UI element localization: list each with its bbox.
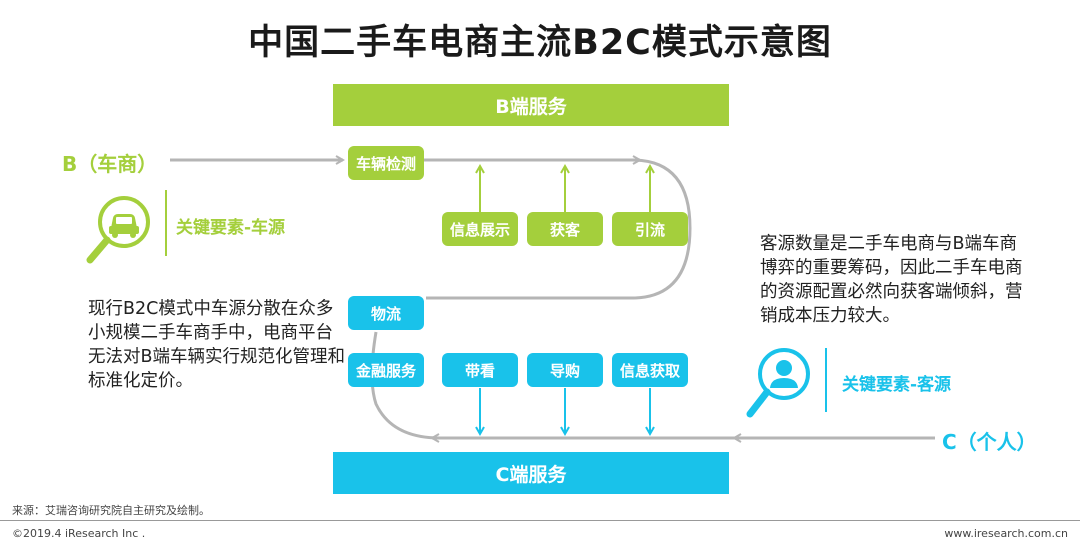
b-side-description: 现行B2C模式中车源分散在众多小规模二手车商手中，电商平台无法对B端车辆实行规范…	[88, 299, 346, 391]
key-factor-customer-source: 关键要素-客源	[842, 375, 952, 395]
copyright: ©2019.4 iResearch Inc .	[12, 527, 146, 540]
viewing-box: 带看	[442, 353, 518, 387]
person-magnifier-icon	[746, 348, 810, 418]
c-individual-label: C（个人）	[942, 430, 1037, 454]
c-side-description: 客源数量是二手车电商与B端车商博弈的重要筹码，因此二手车电商的资源配置必然向获客…	[760, 234, 1023, 326]
info-acquisition-box: 信息获取	[612, 353, 688, 387]
b-service-band: B端服务	[333, 84, 729, 126]
diagram-title: 中国二手车电商主流B2C模式示意图	[248, 23, 832, 63]
c-service-band: C端服务	[333, 452, 729, 494]
website: www.iresearch.com.cn	[944, 527, 1068, 540]
shopping-guide-box: 导购	[527, 353, 603, 387]
customer-acquisition-box: 获客	[527, 212, 603, 246]
b-dealer-label: B（车商）	[62, 152, 158, 176]
vehicle-inspection-box: 车辆检测	[348, 146, 424, 180]
traffic-box: 引流	[612, 212, 688, 246]
top-loop-line	[426, 158, 692, 300]
logistics-box: 物流	[348, 296, 424, 330]
source-note: 来源：艾瑞咨询研究院自主研究及绘制。	[12, 504, 210, 517]
car-magnifier-icon	[86, 196, 150, 264]
finance-service-box: 金融服务	[348, 353, 424, 387]
info-display-box: 信息展示	[442, 212, 518, 246]
key-factor-car-source: 关键要素-车源	[176, 218, 286, 238]
footer-divider	[0, 520, 1080, 521]
